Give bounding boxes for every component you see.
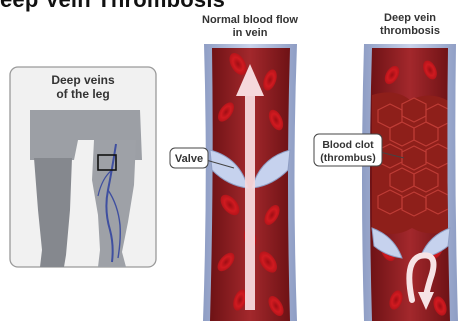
normal-label-line1: Normal blood flow (202, 14, 298, 26)
leg-panel: Deep veins of the leg (10, 67, 156, 267)
clot-callout-line1: Blood clot (322, 139, 374, 151)
normal-vein-panel: Normal blood flow in vein (170, 14, 298, 321)
dvt-vein-panel: Deep vein thrombosis (314, 12, 458, 321)
normal-label-line2: in vein (233, 27, 268, 39)
dvt-label-line1: Deep vein (384, 12, 436, 24)
leg-panel-label-line2: of the leg (56, 87, 109, 101)
valve-callout-label: Valve (175, 153, 203, 165)
dvt-label-line2: thrombosis (380, 25, 440, 37)
leg-panel-label-line1: Deep veins (51, 73, 115, 87)
clot-callout-line2: (thrombus) (320, 152, 375, 164)
